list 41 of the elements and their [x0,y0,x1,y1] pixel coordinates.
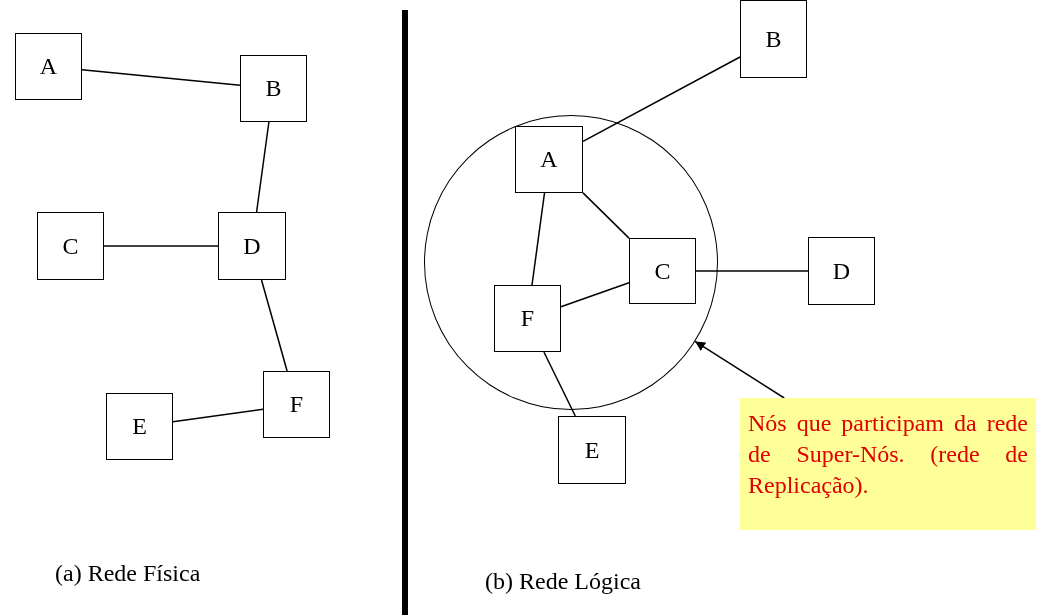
node-label: E [132,413,147,440]
node-label: A [39,53,58,80]
node-box [37,212,104,280]
connector-line [260,279,288,372]
node-label: B [265,75,282,102]
connector-line [531,192,546,286]
node-label: D [832,257,851,285]
arrow [694,340,785,399]
connector-line [172,408,264,423]
node-box [629,238,696,304]
node-label: D [243,232,261,260]
node-box [240,55,307,122]
node-label: E [584,436,600,464]
node-box [263,371,330,438]
connector-line [81,69,241,86]
node-label: C [62,232,79,260]
connector-line [582,56,741,143]
node-label: C [654,257,671,285]
callout-text: Nós que participam da rede de Super-Nós. (rede de Replicação). [748,409,1028,501]
node-box [106,393,173,460]
node-box [740,0,807,78]
node-label: F [289,391,304,418]
node-box [558,416,626,484]
group-circle [424,115,718,410]
node-label: B [765,25,782,53]
node-box [218,212,286,280]
callout-box [740,398,1036,530]
connector-line [103,245,219,247]
node-box [15,33,82,100]
panel-caption: (a) Rede Física [55,560,201,587]
node-box [808,237,875,305]
node-label: F [520,305,535,332]
node-label: A [540,146,558,173]
panel-caption: (b) Rede Lógica [485,568,641,595]
node-box [515,126,583,193]
connector-line [543,351,577,417]
connector-line [255,121,270,213]
node-box [494,285,561,352]
connector-line [560,282,630,308]
connector-line [582,192,630,239]
connector-line [695,270,809,272]
